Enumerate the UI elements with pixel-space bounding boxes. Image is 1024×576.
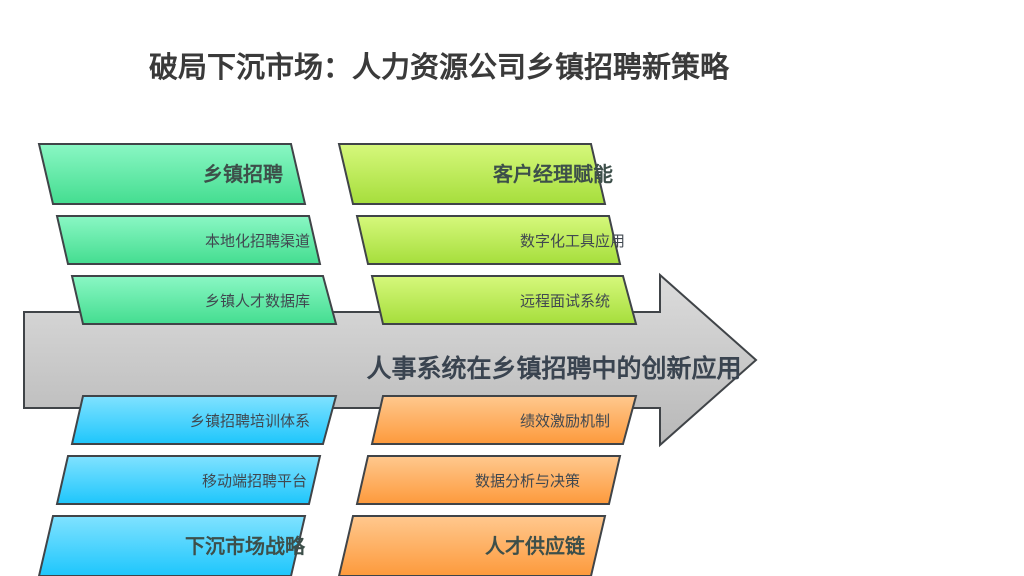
category-label: 客户经理赋能 [492, 162, 613, 186]
cause-label: 乡镇人才数据库 [205, 292, 310, 310]
cause-box [370, 275, 638, 325]
cause-box [355, 215, 622, 265]
cause-box [70, 275, 338, 325]
category-box [37, 515, 307, 576]
spine-label: 人事系统在乡镇招聘中的创新应用 [366, 354, 741, 383]
cause-box [370, 395, 638, 445]
cause-label: 远程面试系统 [520, 292, 610, 310]
cause-label: 本地化招聘渠道 [205, 232, 310, 250]
cause-box [355, 455, 622, 505]
category-label: 人才供应链 [485, 534, 586, 558]
category-box [337, 515, 607, 576]
cause-box [70, 395, 338, 445]
category-box [337, 143, 607, 205]
cause-label: 乡镇招聘培训体系 [190, 412, 310, 430]
cause-box [55, 455, 322, 505]
cause-label: 移动端招聘平台 [202, 472, 307, 490]
cause-label: 数据分析与决策 [475, 472, 580, 490]
cause-label: 数字化工具应用 [520, 232, 625, 250]
diagram-title: 破局下沉市场：人力资源公司乡镇招聘新策略 [148, 50, 729, 84]
cause-box [55, 215, 322, 265]
category-label: 下沉市场战略 [185, 534, 306, 558]
category-box [37, 143, 307, 205]
cause-label: 绩效激励机制 [520, 412, 610, 430]
category-label: 乡镇招聘 [203, 162, 283, 186]
